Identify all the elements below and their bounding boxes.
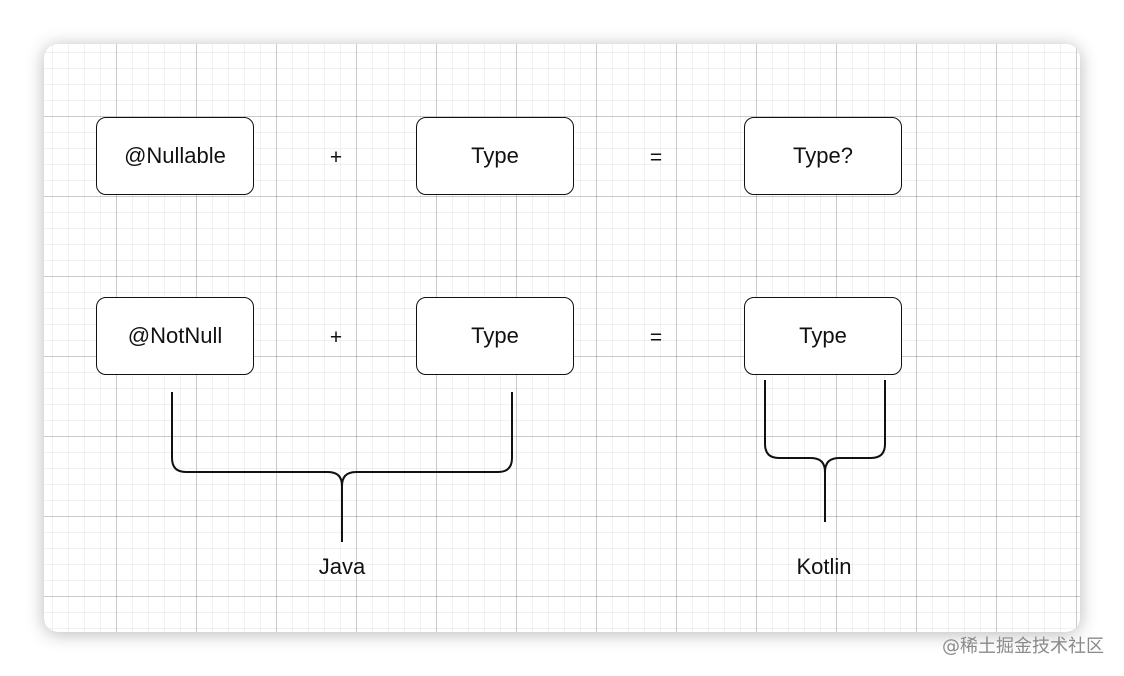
- type-box-row2: Type: [416, 297, 574, 375]
- type-label-row2: Type: [471, 323, 519, 348]
- equals-sign-row1: =: [649, 146, 663, 169]
- nullable-type-result-box: Type?: [744, 117, 902, 195]
- notnull-annotation-label: @NotNull: [127, 323, 223, 348]
- nullable-annotation-label: @Nullable: [124, 143, 226, 168]
- kotlin-brace: [764, 380, 886, 522]
- type-label-row1: Type: [471, 143, 519, 168]
- java-label: Java: [318, 554, 366, 579]
- type-box-row1: Type: [416, 117, 574, 195]
- kotlin-label: Kotlin: [796, 554, 852, 579]
- plus-sign-row2: +: [329, 326, 343, 349]
- notnull-type-result-box: Type: [744, 297, 902, 375]
- notnull-annotation-box: @NotNull: [96, 297, 254, 375]
- java-brace: [171, 392, 513, 542]
- equals-sign-row2: =: [649, 326, 663, 349]
- watermark: @稀土掘金技术社区: [942, 636, 1104, 657]
- notnull-type-result-label: Type: [799, 323, 847, 348]
- nullable-annotation-box: @Nullable: [96, 117, 254, 195]
- nullable-type-result-label: Type?: [793, 143, 853, 168]
- plus-sign-row1: +: [329, 146, 343, 169]
